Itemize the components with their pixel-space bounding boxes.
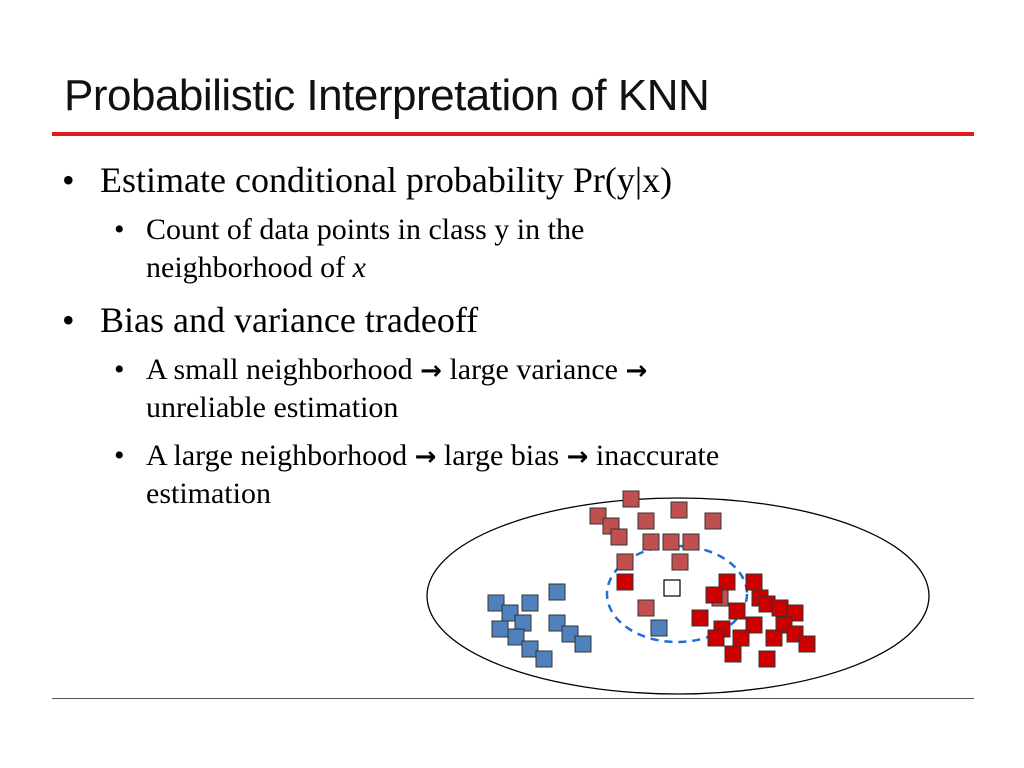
bullet-text: Estimate conditional probability Pr(y|x) bbox=[100, 160, 673, 200]
right-arrow-icon: → bbox=[625, 356, 648, 386]
class-b-point bbox=[745, 616, 763, 634]
sub-bullet-small: • A small neighborhood → large variance → bbox=[114, 352, 647, 389]
right-arrow-icon: → bbox=[420, 356, 442, 386]
bullet-bias-variance: • Bias and variance tradeoff bbox=[62, 300, 478, 340]
class-c-point bbox=[574, 635, 592, 653]
right-arrow-icon: → bbox=[566, 442, 589, 472]
bullet-dot: • bbox=[62, 160, 75, 200]
class-c-point bbox=[548, 583, 566, 601]
class-b-point bbox=[724, 645, 742, 663]
class-b-point bbox=[691, 609, 709, 627]
sub-bullet-small-cont: unreliable estimation bbox=[146, 390, 398, 426]
bullet-estimate: • Estimate conditional probability Pr(y|x… bbox=[62, 160, 672, 200]
class-a-point bbox=[662, 533, 680, 551]
class-b-point bbox=[732, 629, 750, 647]
class-b-point bbox=[771, 599, 789, 617]
bullet-text: Count of data points in class y in the bbox=[146, 213, 585, 246]
class-a-point bbox=[704, 512, 722, 530]
class-a-point bbox=[637, 512, 655, 530]
bullet-dot: • bbox=[114, 439, 125, 472]
bullet-dot: • bbox=[62, 300, 75, 340]
class-b-point bbox=[705, 586, 723, 604]
class-b-point bbox=[798, 635, 816, 653]
class-a-point bbox=[671, 553, 689, 571]
query-point bbox=[663, 579, 681, 597]
class-a-point bbox=[589, 507, 607, 525]
class-a-point bbox=[637, 599, 655, 617]
class-b-point bbox=[745, 573, 763, 591]
large-neighborhood-ellipse bbox=[426, 497, 930, 695]
footer-rule bbox=[52, 698, 974, 699]
bullet-text: estimation bbox=[146, 477, 271, 510]
bullet-dot: • bbox=[114, 213, 125, 246]
class-c-point bbox=[501, 604, 519, 622]
class-b-point bbox=[707, 629, 725, 647]
variable-x: x bbox=[352, 251, 366, 284]
bullet-dot: • bbox=[114, 353, 125, 386]
slide-title: Probabilistic Interpretation of KNN bbox=[64, 71, 710, 120]
sub-bullet-large-cont: estimation bbox=[146, 476, 271, 512]
class-c-point bbox=[521, 594, 539, 612]
bullet-text: large bias bbox=[443, 439, 560, 472]
class-a-point bbox=[642, 533, 660, 551]
class-c-point bbox=[521, 640, 539, 658]
class-c-point bbox=[487, 594, 505, 612]
bullet-text: inaccurate bbox=[595, 439, 720, 472]
class-a-point bbox=[670, 501, 688, 519]
class-b-point bbox=[765, 629, 783, 647]
sub-bullet-count: • Count of data points in class y in the bbox=[114, 212, 584, 248]
data-points bbox=[487, 490, 816, 668]
sub-bullet-count-cont: neighborhood of x bbox=[146, 250, 366, 286]
sub-bullet-large: • A large neighborhood → large bias → ina… bbox=[114, 438, 719, 475]
bullet-text: A small neighborhood bbox=[146, 353, 413, 386]
class-a-point bbox=[682, 533, 700, 551]
class-b-point bbox=[616, 573, 634, 591]
class-a-point bbox=[622, 490, 640, 508]
class-b-point bbox=[728, 602, 746, 620]
class-c-point bbox=[491, 620, 509, 638]
class-c-point bbox=[548, 614, 566, 632]
title-underline bbox=[52, 132, 974, 136]
class-b-point bbox=[718, 573, 736, 591]
bullet-text: large variance bbox=[449, 353, 618, 386]
bullet-text: Bias and variance tradeoff bbox=[100, 300, 479, 340]
class-c-point bbox=[561, 625, 579, 643]
class-a-point bbox=[616, 553, 634, 571]
class-c-point bbox=[650, 619, 668, 637]
class-a-point bbox=[610, 528, 628, 546]
right-arrow-icon: → bbox=[414, 442, 437, 472]
bullet-text: unreliable estimation bbox=[146, 391, 399, 424]
class-c-point bbox=[507, 628, 525, 646]
bullet-text: A large neighborhood bbox=[146, 439, 408, 472]
bullet-text: neighborhood of bbox=[146, 251, 353, 284]
class-b-point bbox=[758, 650, 776, 668]
class-c-point bbox=[535, 650, 553, 668]
